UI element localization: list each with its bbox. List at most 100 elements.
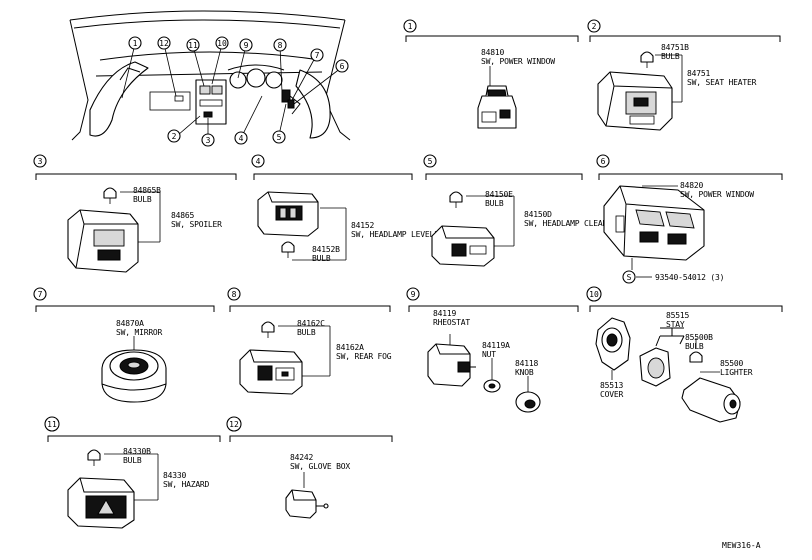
overview-callout-1: 1 [128,36,142,50]
bulb-85500b-drawing [689,351,703,363]
part-number-85500: 85500 [720,359,743,368]
part-name-84865b: BULB [133,195,152,204]
glove-box-switch-drawing [285,489,329,519]
part-name-84150e: BULB [485,199,504,208]
overview-callout-8: 8 [273,38,287,52]
part-name-84119a: NUT [482,350,496,359]
headlamp-cleaner-switch-drawing [431,225,495,267]
section-3: 3 [33,154,237,273]
svg-text:11: 11 [47,420,57,429]
part-number-93540-54012: 93540-54012 (3) [655,273,724,282]
part-number-84150d: 84150D [524,210,552,219]
nut-drawing [483,379,501,393]
part-name-84150d: SW, HEADLAMP CLEANER [524,219,617,228]
part-name-84152b: BULB [312,254,331,263]
section-7: 7 [33,287,215,403]
section-10: 10 [586,286,783,423]
rear-fog-switch-drawing [239,349,303,395]
part-number-84162c: 84162C [297,319,325,328]
seat-heater-switch-drawing [597,71,673,131]
part-name-85515: STAY [666,320,685,329]
part-number-84152: 84152 [351,221,374,230]
overview-callout-10: 10 [215,36,229,50]
part-number-84150e: 84150E [485,190,513,199]
part-number-84865b: 84865B [133,186,161,195]
section-9: 9 [406,287,579,413]
svg-text:10: 10 [217,39,227,48]
headlamp-leveling-switch-drawing [257,191,319,237]
overview-callout-11: 11 [186,38,200,52]
part-name-84162a: SW, REAR FOG [336,352,392,361]
svg-text:10: 10 [589,290,599,299]
svg-text:1: 1 [408,22,413,31]
dashboard-overview [69,10,351,141]
lighter-drawing [681,377,741,423]
svg-text:9: 9 [244,41,249,50]
power-window-switch-6-drawing [603,185,705,261]
diagram-code: MEW316-A [722,541,761,550]
overview-callout-6: 6 [335,59,349,73]
part-number-84330b: 84330B [123,447,151,456]
overview-callout-7: 7 [310,48,324,62]
svg-text:8: 8 [232,290,237,299]
part-name-84865: SW, SPOILER [171,220,222,229]
svg-text:2: 2 [592,22,597,31]
part-name-84810: SW, POWER WINDOW [481,57,555,66]
section-12: 12 [226,416,393,519]
svg-text:6: 6 [601,157,606,166]
part-number-84119: 84119 [433,309,456,318]
svg-text:12: 12 [159,39,169,48]
section-8: 8 [227,287,391,395]
svg-text:8: 8 [278,41,283,50]
power-window-switch-1-drawing [477,85,517,129]
mirror-switch-drawing [101,349,167,403]
part-name-84820: SW, POWER WINDOW [680,190,754,199]
part-number-85515: 85515 [666,311,689,320]
part-name-85500: LIGHTER [720,368,753,377]
hazard-switch-drawing [67,477,135,529]
svg-text:4: 4 [239,134,244,143]
svg-text:2: 2 [172,132,177,141]
rheostat-drawing [427,343,476,387]
svg-text:S: S [627,273,632,282]
svg-text:1: 1 [133,39,138,48]
part-number-84330: 84330 [163,471,186,480]
svg-text:3: 3 [206,136,211,145]
part-number-85500b: 85500B [685,333,713,342]
part-name-84162c: BULB [297,328,316,337]
overview-callout-2: 2 [167,129,181,143]
part-name-84751b: BULB [661,52,680,61]
svg-text:7: 7 [315,51,320,60]
part-number-84865: 84865 [171,211,194,220]
section-4: 4 [251,154,413,261]
overview-callout-5: 5 [272,130,286,144]
knob-drawing [515,391,541,413]
part-name-84751: SW, SEAT HEATER [687,78,757,87]
part-number-84162a: 84162A [336,343,364,352]
part-number-85513: 85513 [600,381,623,390]
part-number-84242: 84242 [290,453,313,462]
svg-text:4: 4 [256,157,261,166]
section-6: 6 S [596,154,783,284]
overview-callout-4: 4 [234,131,248,145]
part-number-84119a: 84119A [482,341,510,350]
part-name-85500b: BULB [685,342,704,351]
part-number-84751: 84751 [687,69,710,78]
part-name-84119: RHEOSTAT [433,318,470,327]
part-number-84751b: 84751B [661,43,689,52]
overview-callout-9: 9 [239,38,253,52]
part-number-84152b: 84152B [312,245,340,254]
spoiler-switch-drawing [67,209,139,273]
svg-text:3: 3 [38,157,43,166]
overview-callout-12: 12 [157,36,171,50]
svg-text:12: 12 [229,420,239,429]
stay-drawing [639,347,671,387]
svg-text:7: 7 [38,290,43,299]
svg-text:6: 6 [340,62,345,71]
section-1: 1 [403,19,579,129]
part-name-85513: COVER [600,390,623,399]
svg-text:9: 9 [411,290,416,299]
part-name-84330b: BULB [123,456,142,465]
part-number-84810: 84810 [481,48,504,57]
